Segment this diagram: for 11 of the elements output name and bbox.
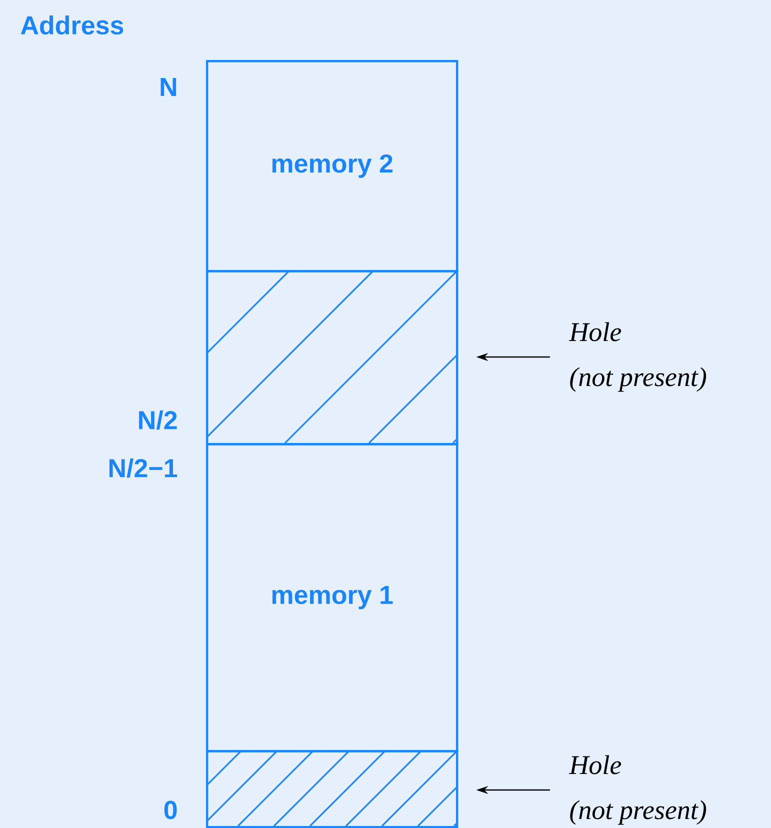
memory-block: memory 1 [206,443,458,752]
address-label: 0 [164,800,177,820]
axis-title: Address [20,15,124,35]
note-text: Hole (not present) [568,755,706,825]
address-label: N/2−1 [109,458,178,478]
memory-block: memory 2 [206,60,458,272]
note-text: Hole (not present) [568,322,706,392]
address-label: N/2 [139,410,177,430]
address-label: N [160,78,176,96]
hatched-block [206,750,458,828]
hatched-block [206,270,458,446]
